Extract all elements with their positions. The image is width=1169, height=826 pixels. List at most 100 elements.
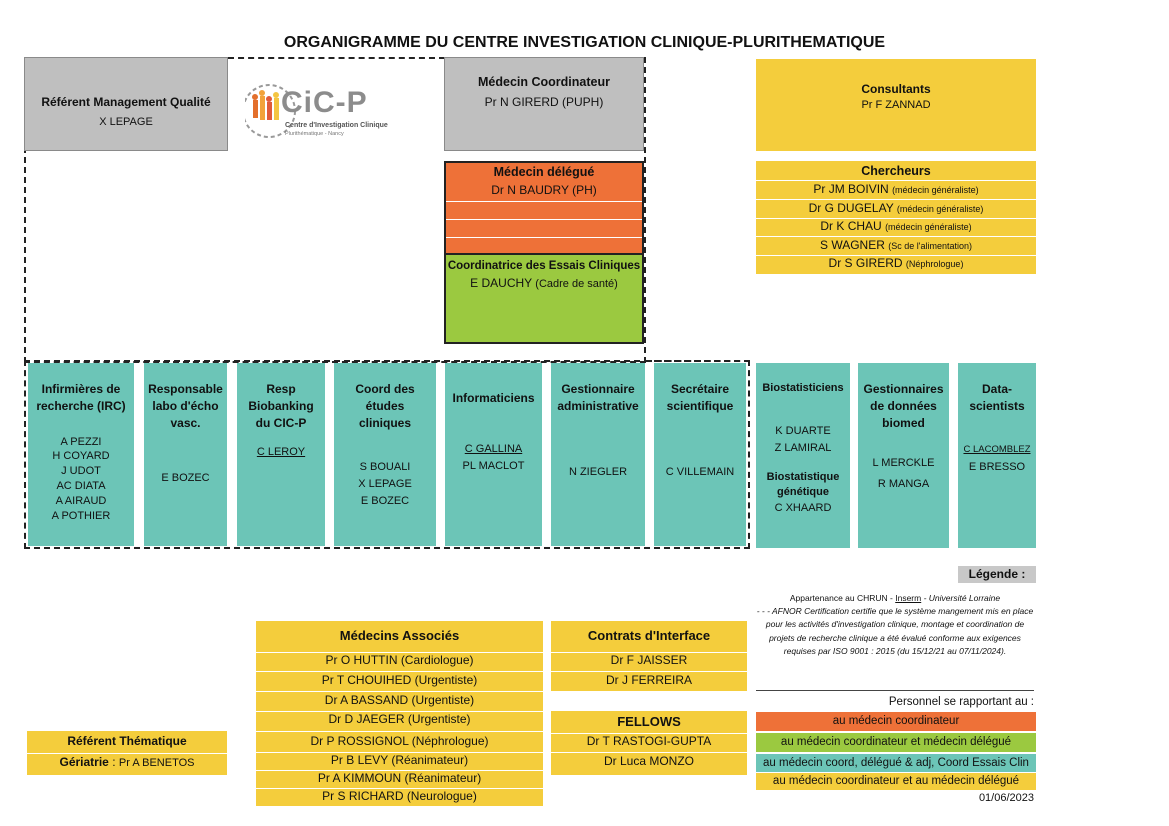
team-box-it: Informaticiens C GALLINA PL MACLOT — [445, 363, 542, 546]
delegate-heading: Médecin délégué — [493, 165, 595, 179]
team-member: X LEPAGE — [358, 478, 412, 491]
page-title: ORGANIGRAMME DU CENTRE INVESTIGATION CLI… — [283, 34, 886, 51]
fellow-item: Dr Luca MONZO — [603, 754, 694, 768]
team-heading: Data-scientists — [969, 382, 1025, 413]
team-member: E BOZEC — [161, 472, 210, 485]
team-heading: Gestionnaire administrative — [557, 382, 639, 413]
researcher-specialty: (médecin généraliste) — [892, 185, 979, 195]
team-member: AC DIATA — [56, 480, 106, 493]
team-members: A PEZZI H COYARD J UDOT AC DIATA A AIRAU… — [28, 435, 134, 524]
trials-coordinator-heading: Coordinatrice des Essais Cliniques — [447, 260, 641, 272]
team-box-secretary: Secrétaire scientifique C VILLEMAIN — [654, 363, 746, 546]
team-heading: Informaticiens — [452, 391, 535, 405]
fellows-box: FELLOWS Dr T RASTOGI-GUPTA Dr Luca MONZO — [551, 711, 747, 775]
delegate-box: Médecin délégué Dr N BAUDRY (PH) — [444, 161, 644, 255]
associates-row-line — [256, 752, 543, 753]
delegate-row-line — [446, 237, 642, 238]
secretary-scope-top — [646, 360, 750, 362]
delegate-row-line — [446, 219, 642, 220]
team-heading: Responsable labo d'écho vasc. — [148, 382, 223, 430]
delegate-name: Dr N BAUDRY (PH) — [491, 182, 597, 197]
legend-note: Appartenance au CHRUN - Inserm - Univers… — [756, 592, 1034, 658]
thematic-label: Gériatrie — [59, 755, 109, 769]
legend-item-yellow: au médecin coordinateur et au médecin dé… — [756, 773, 1036, 790]
researcher-item: S WAGNER (Sc de l'alimentation) — [756, 238, 1036, 252]
associates-row-line — [256, 731, 543, 732]
team-box-nurses: Infirmières de recherche (IRC) A PEZZI H… — [28, 363, 134, 546]
quality-manager-heading: Référent Management Qualité — [41, 95, 211, 109]
researcher-name: Dr G DUGELAY — [808, 201, 894, 215]
delegate-row-line — [446, 201, 642, 202]
team-member: J UDOT — [61, 465, 101, 478]
associates-row-line — [256, 788, 543, 789]
researchers-box: Chercheurs Pr JM BOIVIN (médecin général… — [756, 161, 1036, 274]
team-member: S BOUALI — [359, 461, 411, 474]
interface-item: Dr J FERREIRA — [605, 673, 692, 687]
team-members: L MERCKLE R MANGA — [858, 453, 949, 495]
thematic-row-line — [27, 753, 227, 754]
team-box-biobanking: Resp Biobanking du CIC-P C LEROY — [237, 363, 325, 546]
legend-inserm: Inserm — [895, 593, 922, 603]
team-member: E BOZEC — [360, 495, 410, 508]
team-heading: Infirmières de recherche (IRC) — [36, 382, 126, 413]
researcher-item: Dr G DUGELAY (médecin généraliste) — [756, 201, 1036, 215]
associates-row-line — [256, 691, 543, 692]
legend-membership-suffix: - Université Lorraine — [921, 593, 1001, 603]
associate-item: Pr B LEVY (Réanimateur) — [330, 753, 469, 767]
researchers-row-line — [756, 218, 1036, 219]
team-member: PL MACLOT — [462, 459, 525, 472]
cicp-logo: CiC-P Centre d'Investigation Clinique Pl… — [242, 78, 395, 148]
researchers-heading: Chercheurs — [861, 164, 931, 178]
interface-row-line — [551, 652, 747, 653]
thematic-referent-heading: Référent Thématique — [67, 734, 187, 748]
researchers-row-line — [756, 236, 1036, 237]
interface-heading: Contrats d'Interface — [587, 628, 711, 643]
logo-line-1: Centre d'Investigation Clinique — [285, 122, 388, 129]
legend-personnel-label: Personnel se rapportant au : — [888, 696, 1034, 708]
team-member: C LACOMBLEZ — [963, 443, 1031, 455]
team-member: A PEZZI — [60, 435, 102, 448]
team-box-biostatistics: Biostatisticiens K DUARTE Z LAMIRAL Bios… — [756, 363, 850, 548]
bottom-scope-outline — [24, 360, 750, 549]
legend-item-green: au médecin coordinateur et médecin délég… — [756, 733, 1036, 752]
team-members: C LACOMBLEZ E BRESSO — [958, 441, 1036, 477]
team-heading: Gestionnaires de données biomed — [863, 382, 944, 430]
coordinator-scope-top — [228, 57, 646, 59]
quality-manager-box: Référent Management Qualité X LEPAGE — [24, 57, 228, 151]
coordinator-scope-right — [644, 57, 646, 363]
coordinator-heading: Médecin Coordinateur — [478, 75, 610, 89]
researcher-specialty: (Néphrologue) — [905, 259, 964, 269]
researcher-name: Dr K CHAU — [820, 219, 882, 233]
team-box-admin: Gestionnaire administrative N ZIEGLER — [551, 363, 645, 546]
associates-row-line — [256, 671, 543, 672]
team-members: K DUARTE Z LAMIRAL — [756, 423, 850, 457]
trials-coordinator-role: (Cadre de santé) — [535, 278, 618, 291]
team-members: C GALLINA PL MACLOT — [445, 441, 542, 475]
researcher-name: Pr JM BOIVIN — [813, 182, 889, 196]
legend-membership: Appartenance au CHRUN - Inserm - Univers… — [756, 592, 1034, 605]
associates-heading: Médecins Associés — [339, 628, 460, 643]
associate-item: Pr A KIMMOUN (Réanimateur) — [317, 771, 482, 785]
associate-item: Pr O HUTTIN (Cardiologue) — [325, 653, 474, 667]
interface-box: Contrats d'Interface Dr F JAISSER Dr J F… — [551, 621, 747, 691]
researcher-item: Pr JM BOIVIN (médecin généraliste) — [756, 182, 1036, 196]
team-box-study-coordination: Coord des études cliniques S BOUALI X LE… — [334, 363, 436, 546]
associate-item: Dr P ROSSIGNOL (Néphrologue) — [310, 734, 489, 748]
document-date: 01/06/2023 — [978, 792, 1034, 804]
team-member: H COYARD — [52, 450, 110, 463]
associates-row-line — [256, 652, 543, 653]
thematic-separator: : — [108, 755, 119, 769]
researchers-row-line — [756, 255, 1036, 256]
team-member: C LEROY — [256, 446, 306, 459]
consultants-name: Pr F ZANNAD — [861, 98, 931, 111]
team-member: A POTHIER — [51, 509, 111, 522]
team-member: C VILLEMAIN — [665, 465, 735, 478]
team-member: E BRESSO — [968, 460, 1026, 473]
researchers-row-line — [756, 199, 1036, 200]
trials-coordinator-name-line: E DAUCHY (Cadre de santé) — [446, 275, 642, 292]
team-subheading: Biostatistique génétique — [766, 471, 840, 498]
team-box-data-management: Gestionnaires de données biomed L MERCKL… — [858, 363, 949, 548]
quality-manager-name: X LEPAGE — [99, 115, 153, 128]
researcher-specialty: (médecin généraliste) — [896, 204, 984, 214]
team-member: L MERCKLE — [872, 457, 935, 470]
